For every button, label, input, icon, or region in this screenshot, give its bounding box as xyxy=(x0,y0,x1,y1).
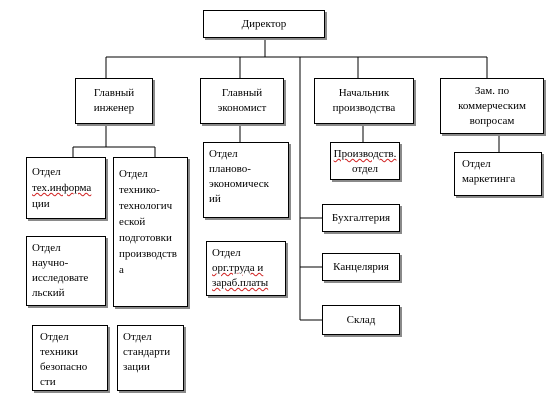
dept-labor-line-3: зараб.платы xyxy=(212,277,269,289)
dept-safety-box: Отдел техники безопасно сти xyxy=(32,325,108,391)
dept-labor-line-2: орг.труда и xyxy=(212,262,264,274)
director-box: Директор xyxy=(203,10,325,38)
dept-research-box: Отдел научно- исследовате льский xyxy=(26,236,106,306)
head-of-production-box: Начальник производства xyxy=(314,78,414,124)
dept-planning-box: Отдел планово- экономическ ий xyxy=(203,142,289,218)
chief-economist-box: Главный экономист xyxy=(200,78,284,124)
dept-tech-info-line-3: ции xyxy=(32,198,50,210)
chief-engineer-box: Главный инженер xyxy=(75,78,153,124)
dept-marketing-box: Отдел маркетинга xyxy=(454,152,542,196)
office-box: Канцелярия xyxy=(322,253,400,281)
dept-production-box: Производств. отдел xyxy=(330,142,400,180)
dept-labor-box: Отдел орг.труда и зараб.платы xyxy=(206,241,286,296)
deputy-commercial-box: Зам. по коммерческим вопросам xyxy=(440,78,544,134)
dept-production-line-1: Производств. xyxy=(333,148,397,160)
accounting-box: Бухгалтерия xyxy=(322,204,400,232)
dept-tech-prep-box: Отдел технико- технологич еской подготов… xyxy=(113,157,188,307)
dept-standards-box: Отдел стандарти зации xyxy=(117,325,184,391)
dept-production-line-2: отдел xyxy=(352,163,378,175)
dept-tech-info-line-1: Отдел xyxy=(32,166,61,178)
dept-tech-info-box: Отдел тех.информа ции xyxy=(26,157,106,219)
dept-labor-line-1: Отдел xyxy=(212,247,241,259)
dept-tech-info-line-2: тех.информа xyxy=(32,182,92,194)
warehouse-box: Склад xyxy=(322,305,400,335)
